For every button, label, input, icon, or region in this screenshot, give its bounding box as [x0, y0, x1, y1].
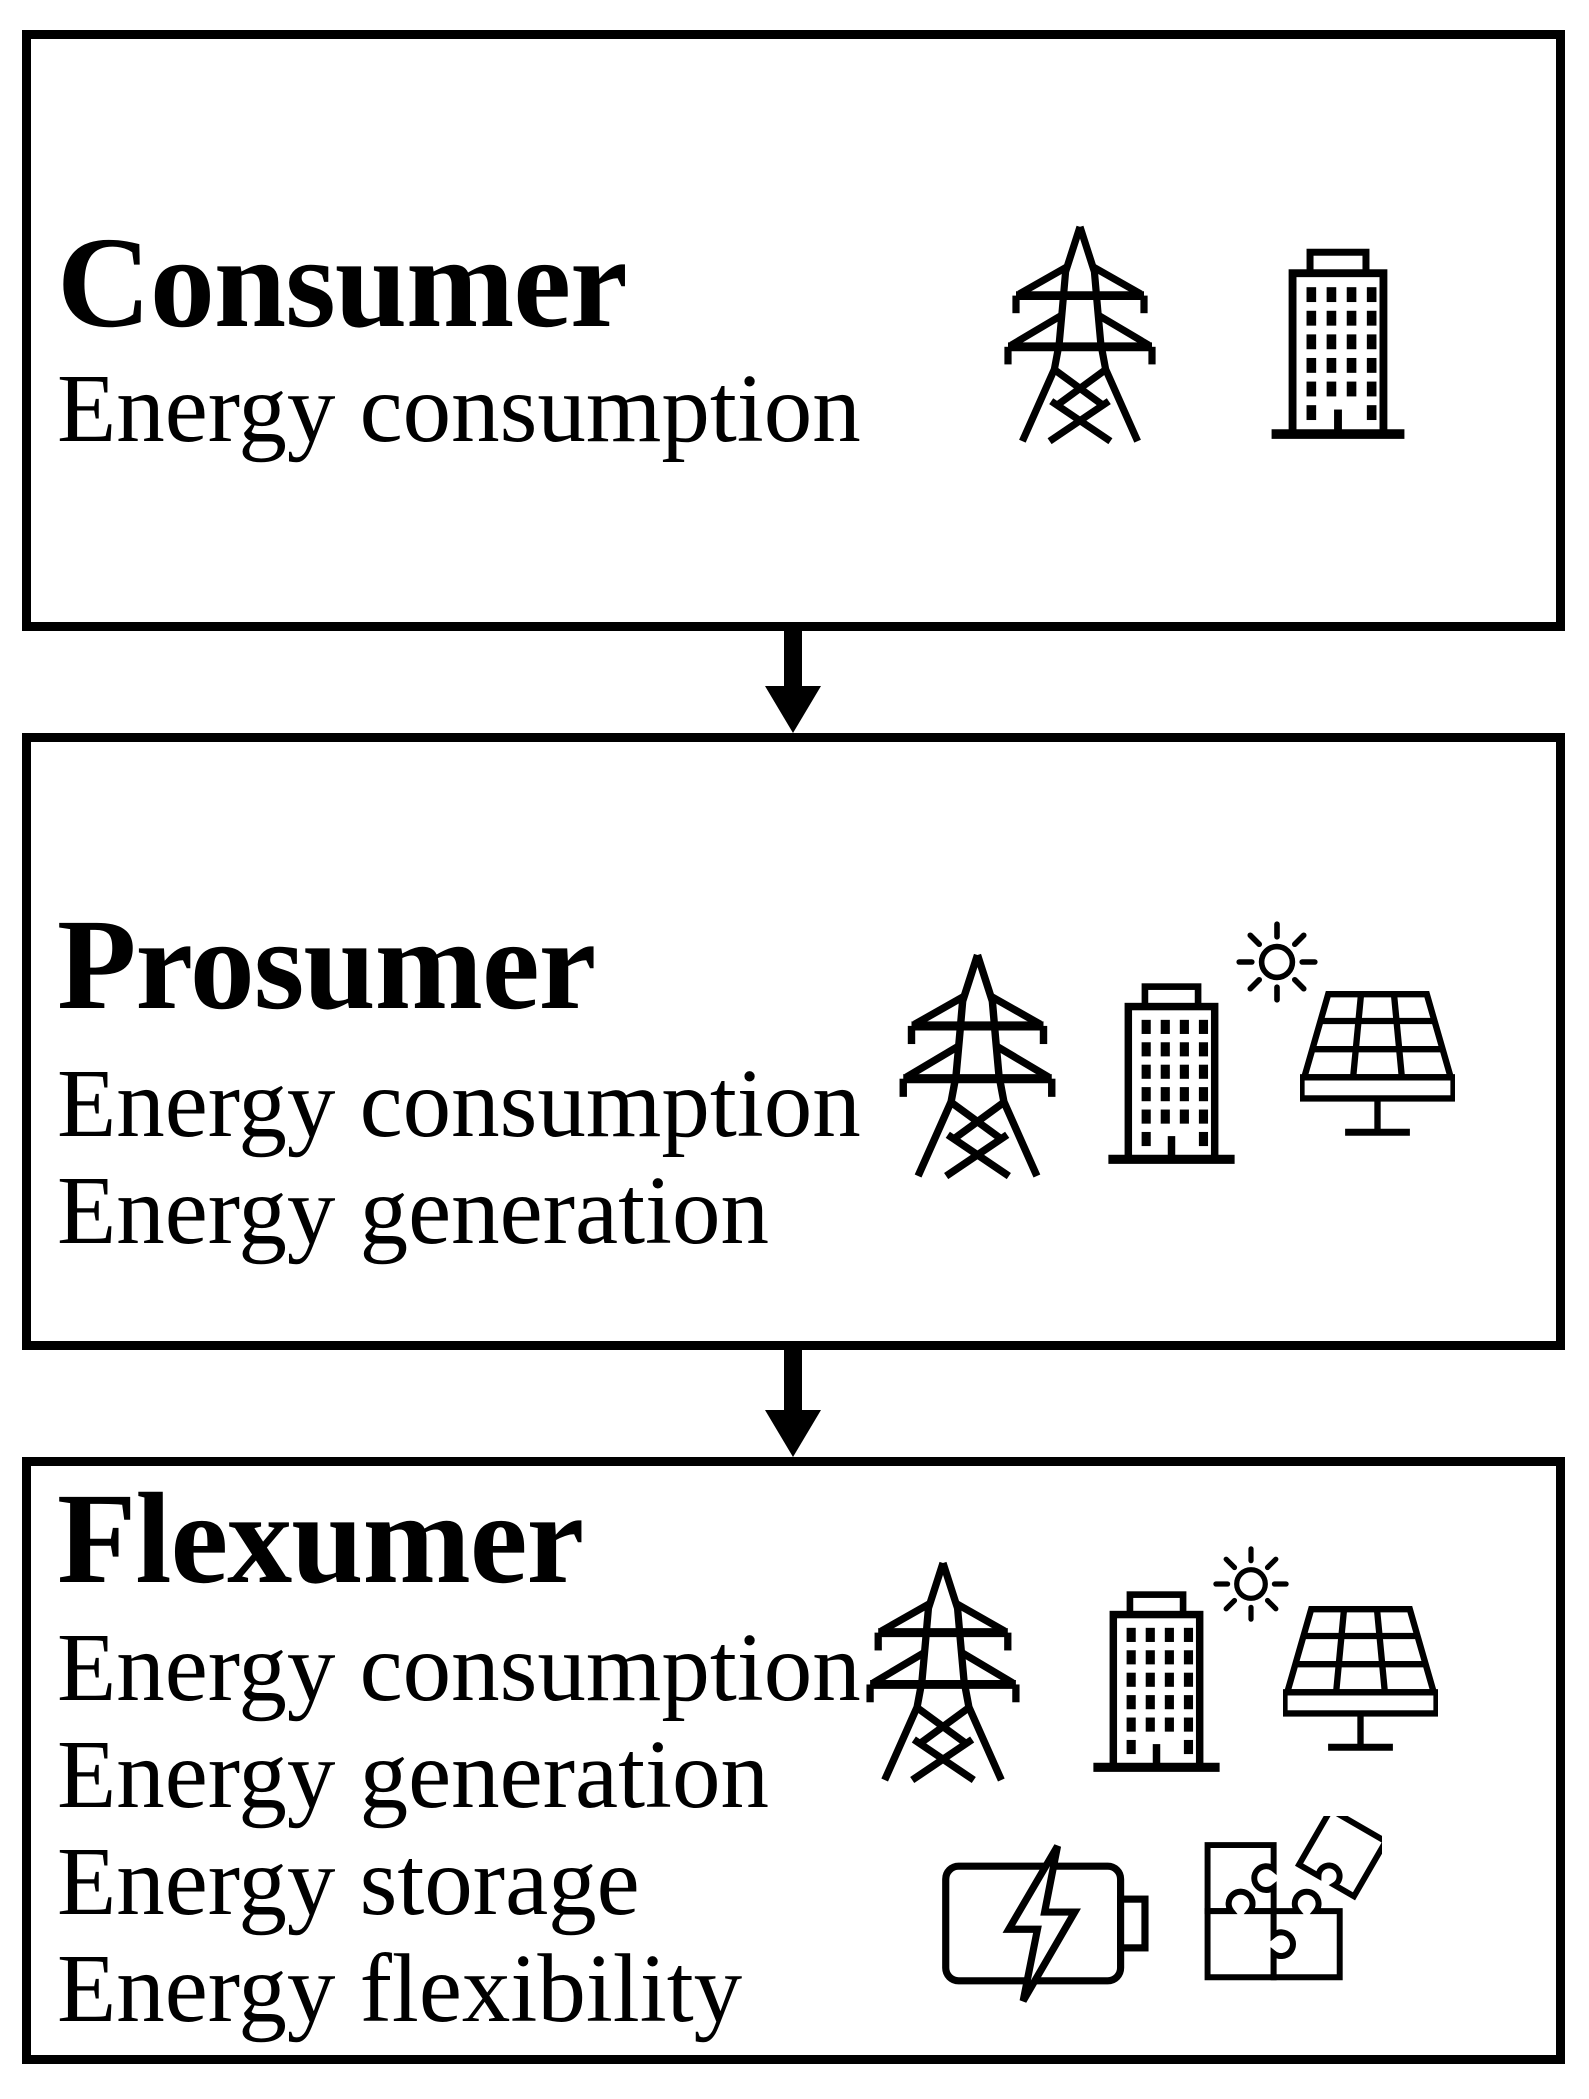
feature-line: Energy consumption	[57, 1614, 861, 1721]
prosumer-lines: Energy consumption Energy generation	[57, 1050, 861, 1264]
consumer-lines: Energy consumption	[57, 355, 861, 462]
feature-line: Energy flexibility	[57, 1935, 743, 2042]
solar-panel-icon	[1300, 990, 1455, 1159]
box-prosumer: Prosumer Energy consumption Energy gener…	[22, 733, 1565, 1350]
flow-arrow-down	[763, 628, 823, 734]
building-icon	[1105, 975, 1238, 1166]
flow-arrow-down	[763, 1346, 823, 1458]
transmission-tower-icon	[1000, 222, 1160, 446]
transmission-tower-icon	[895, 950, 1060, 1181]
feature-line: Energy consumption	[57, 1050, 861, 1157]
solar-panel-icon	[1283, 1605, 1438, 1774]
flexumer-lines: Energy consumption Energy generation Ene…	[57, 1614, 861, 2042]
transmission-tower-icon	[862, 1558, 1024, 1785]
sun-icon	[1235, 920, 1319, 1004]
box-consumer: Consumer Energy consumption	[22, 30, 1565, 631]
consumer-title: Consumer	[57, 211, 628, 355]
puzzle-pieces-icon	[1197, 1816, 1382, 2001]
feature-line: Energy generation	[57, 1157, 769, 1264]
battery-charging-icon	[940, 1843, 1155, 2004]
flexumer-title: Flexumer	[57, 1467, 584, 1611]
box-flexumer: Flexumer Energy consumption Energy gener…	[22, 1457, 1565, 2064]
building-icon	[1090, 1583, 1223, 1774]
feature-line: Energy consumption	[57, 355, 861, 462]
building-icon	[1268, 240, 1408, 441]
prosumer-title: Prosumer	[57, 893, 596, 1037]
feature-line: Energy generation	[57, 1721, 769, 1828]
sun-icon	[1212, 1545, 1290, 1623]
feature-line: Energy storage	[57, 1828, 640, 1935]
